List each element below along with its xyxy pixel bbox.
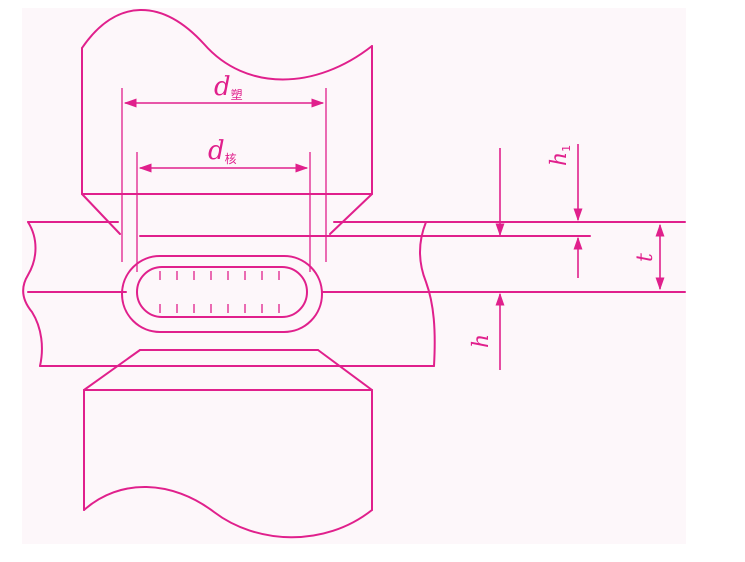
sheet-right-break: [419, 221, 436, 367]
upper-electrode: [81, 9, 373, 235]
label-d-su: d塑: [214, 72, 243, 102]
label-h1: h1: [547, 145, 573, 166]
dimension-arrows: [123, 98, 665, 370]
label-d-he: d核: [208, 136, 237, 166]
plastic-ring: [121, 255, 323, 333]
lower-electrode: [83, 349, 373, 539]
nugget-hatching: [159, 271, 280, 313]
metal-sheets: [22, 221, 686, 367]
sheet-left-break: [22, 221, 43, 367]
label-t: t: [633, 253, 658, 262]
upper-electrode-break-curve: [81, 9, 373, 81]
paper-background: [22, 8, 686, 544]
label-h: h: [469, 334, 494, 348]
extension-lines: [121, 88, 327, 272]
lower-electrode-break-curve: [83, 486, 373, 539]
weld-nugget: [136, 266, 308, 318]
